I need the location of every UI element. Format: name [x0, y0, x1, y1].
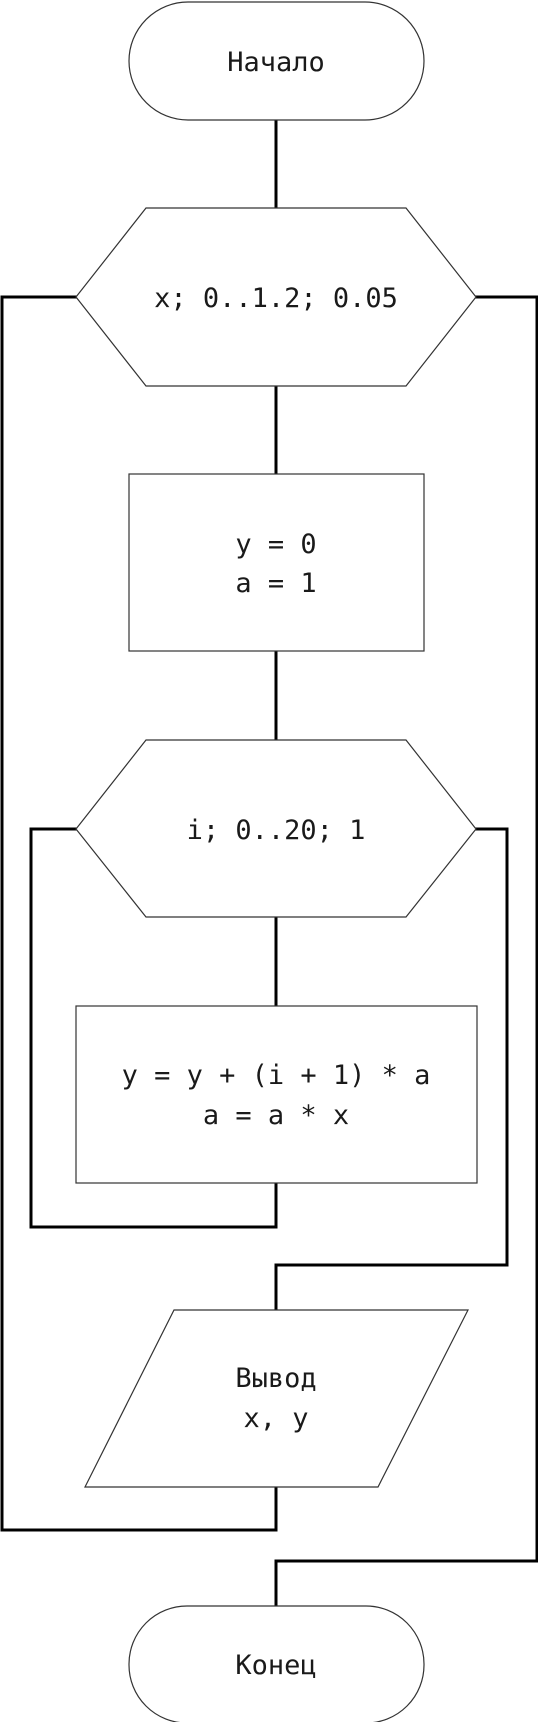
outer-loop-label: x; 0..1.2; 0.05 [154, 283, 398, 314]
init-block: y = 0 a = 1 [128, 473, 425, 652]
end-terminator: Конец [128, 1605, 425, 1722]
connectors [0, 118, 538, 1608]
inner-loop-block: i; 0..20; 1 [75, 739, 477, 918]
compute-line-1: y = y + (i + 1) * a [122, 1060, 431, 1091]
outer-loop-return-line [0, 295, 278, 1532]
inner-loop-exit-line [274, 827, 509, 1312]
outer-loop-exit-line [274, 295, 538, 1608]
outer-loop-hexagon [75, 207, 477, 387]
start-label: Начало [227, 47, 325, 78]
inner-loop-hexagon [75, 739, 477, 918]
end-label: Конец [235, 1650, 316, 1681]
inner-loop-label: i; 0..20; 1 [187, 815, 366, 846]
outer-loop-block: x; 0..1.2; 0.05 [75, 207, 477, 387]
init-process-rect [128, 473, 425, 652]
end-terminator-shape [128, 1605, 425, 1722]
output-parallelogram [84, 1309, 469, 1488]
start-terminator: Начало [128, 1, 425, 121]
compute-process-rect [75, 1005, 478, 1184]
init-line-1: y = 0 [235, 529, 316, 560]
output-line-1: Вывод [235, 1363, 316, 1394]
inner-loop-return-line [29, 827, 278, 1229]
compute-block: y = y + (i + 1) * a a = a * x [75, 1005, 478, 1184]
init-line-2: a = 1 [235, 568, 316, 599]
compute-line-2: a = a * x [203, 1100, 349, 1131]
output-line-2: x, y [243, 1403, 308, 1434]
start-terminator-shape [128, 1, 425, 121]
output-block: Вывод x, y [84, 1309, 469, 1488]
